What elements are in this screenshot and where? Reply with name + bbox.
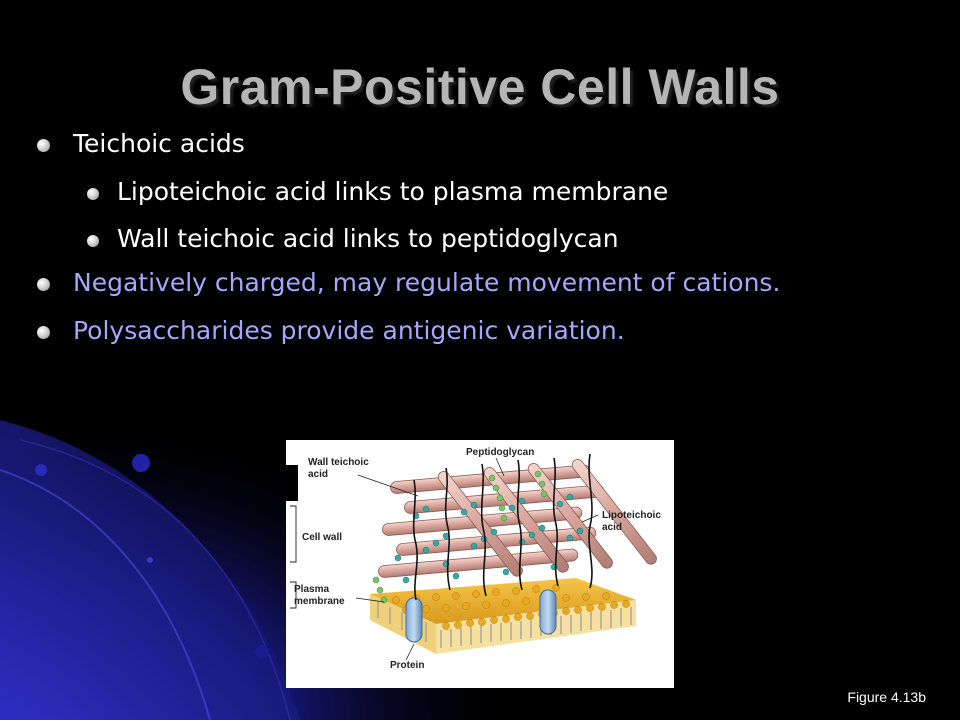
label-lipoteichoic-acid: Lipoteichoic [602,510,661,521]
cell-wall-diagram: Wall teichoic acid Peptidoglycan Lipotei… [286,447,661,671]
bullet-dot-icon [87,235,99,247]
label-plasma-membrane: membrane [294,596,345,607]
label-wall-teichoic-acid: acid [308,469,328,480]
membrane-protein [405,589,557,643]
decor-dot [255,645,269,659]
bullet-text: Polysaccharides provide antigenic variat… [73,316,625,345]
label-wall-teichoic-acid: Wall teichoic [308,457,369,468]
bullet-item: Negatively charged, may regulate movemen… [37,268,781,297]
slide-title: Gram-Positive Cell Walls [180,59,780,115]
bullet-dot-icon [37,278,50,291]
bullet-text: Lipoteichoic acid links to plasma membra… [117,177,669,206]
bullet-dot-icon [87,188,99,200]
label-cell-wall: Cell wall [302,532,342,543]
bullet-item: Polysaccharides provide antigenic variat… [37,316,625,345]
bullet-text: Wall teichoic acid links to peptidoglyca… [117,224,619,253]
bullet-text: Teichoic acids [73,129,245,158]
label-lipoteichoic-acid: acid [602,522,622,533]
decor-dot [35,464,47,476]
bullet-item: Lipoteichoic acid links to plasma membra… [87,177,669,206]
cell-wall-figure: Wall teichoic acid Peptidoglycan Lipotei… [286,440,674,688]
figure-caption: Figure 4.13b [847,689,926,705]
bullet-dot-icon [37,139,50,152]
label-plasma-membrane: Plasma [294,584,329,595]
label-peptidoglycan: Peptidoglycan [466,447,534,458]
bullet-item: Wall teichoic acid links to peptidoglyca… [87,224,619,253]
label-protein: Protein [390,660,424,671]
decor-dot [147,557,153,563]
decor-dot [132,454,150,472]
bullet-item: Teichoic acids [37,129,245,158]
bullet-text: Negatively charged, may regulate movemen… [73,268,781,297]
bullet-dot-icon [37,326,50,339]
